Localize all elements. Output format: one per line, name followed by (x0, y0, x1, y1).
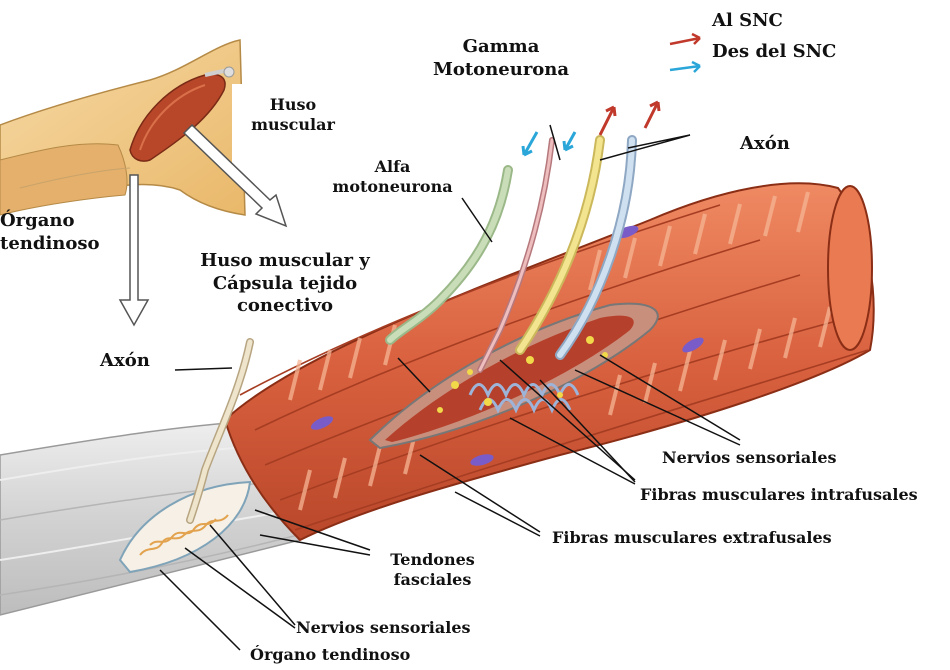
spindle-capsule-label: Huso muscular y Cápsula tejido conectivo (180, 250, 390, 318)
fascial-tendons-label: Tendones fasciales (375, 550, 490, 590)
gamma-motoneuron-label: Gamma Motoneurona (422, 36, 580, 81)
extrafusal-fibers-label: Fibras musculares extrafusales (552, 528, 832, 548)
intrafusal-fibers-label: Fibras musculares intrafusales (640, 485, 918, 505)
axon-left-label: Axón (100, 350, 150, 373)
muscle-spindle-inset-label: Huso muscular (248, 95, 338, 135)
sensory-nerves-right-label: Nervios sensoriales (662, 448, 837, 468)
tendon-organ-bottom-label: Órgano tendinoso (250, 645, 410, 665)
alpha-motoneuron-label: Alfa motoneurona (325, 157, 460, 197)
tendon-organ-left-label: Órgano tendinoso (0, 210, 100, 255)
axon-top-label: Axón (740, 133, 790, 156)
legend-from-cns-label: Des del SNC (712, 41, 836, 64)
legend-to-cns-label: Al SNC (712, 10, 783, 33)
sensory-nerves-bottom-label: Nervios sensoriales (296, 618, 471, 638)
